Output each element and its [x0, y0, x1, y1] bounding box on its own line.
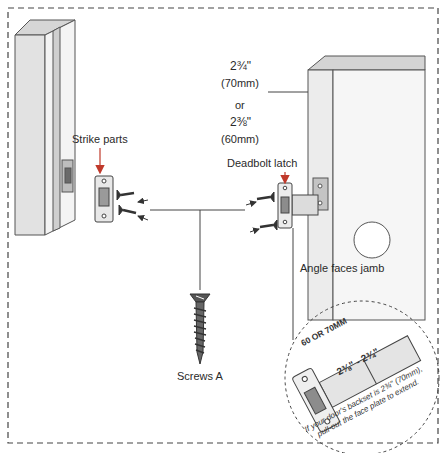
- part-label: Screws A: [177, 370, 223, 383]
- dimension-label: (70mm): [221, 77, 259, 90]
- screw-a: [190, 294, 210, 364]
- door-jamb: [15, 20, 75, 235]
- direction-arrow: [138, 200, 148, 202]
- bracket-line: [150, 210, 245, 211]
- latch-screws: [257, 192, 277, 230]
- dashed-frame: [8, 8, 438, 443]
- direction-arrow: [138, 216, 148, 220]
- dimension-label: (60mm): [221, 133, 259, 146]
- deadbolt-latch: [278, 183, 318, 228]
- pointer-arrow: [99, 148, 100, 172]
- strike-screws: [117, 190, 136, 215]
- dashed-circle: [285, 301, 439, 453]
- dimension-label: 2⅜": [230, 116, 251, 129]
- strike-plate: [95, 176, 113, 222]
- leader-line: [293, 228, 294, 340]
- detail-callout-circle: 60 OR 70MM2⅜" - 2¾"If your door's backse…: [284, 300, 440, 453]
- bracket-line: [200, 210, 201, 290]
- note-label: Angle faces jamb: [300, 262, 384, 275]
- door: [308, 56, 425, 320]
- direction-arrow: [250, 229, 259, 232]
- part-label: Strike parts: [72, 133, 128, 146]
- direction-arrow: [246, 202, 256, 205]
- note-text: If your door's backset is 2¾" (70mm), pu…: [303, 364, 429, 444]
- dimension-text: 60 OR 70MM: [286, 309, 362, 356]
- dimension-label: or: [235, 99, 245, 112]
- pointer-arrow: [284, 172, 285, 182]
- leader-line: [268, 92, 308, 93]
- dimension-label: 2¾": [230, 60, 251, 73]
- part-label: Deadbolt latch: [227, 157, 297, 170]
